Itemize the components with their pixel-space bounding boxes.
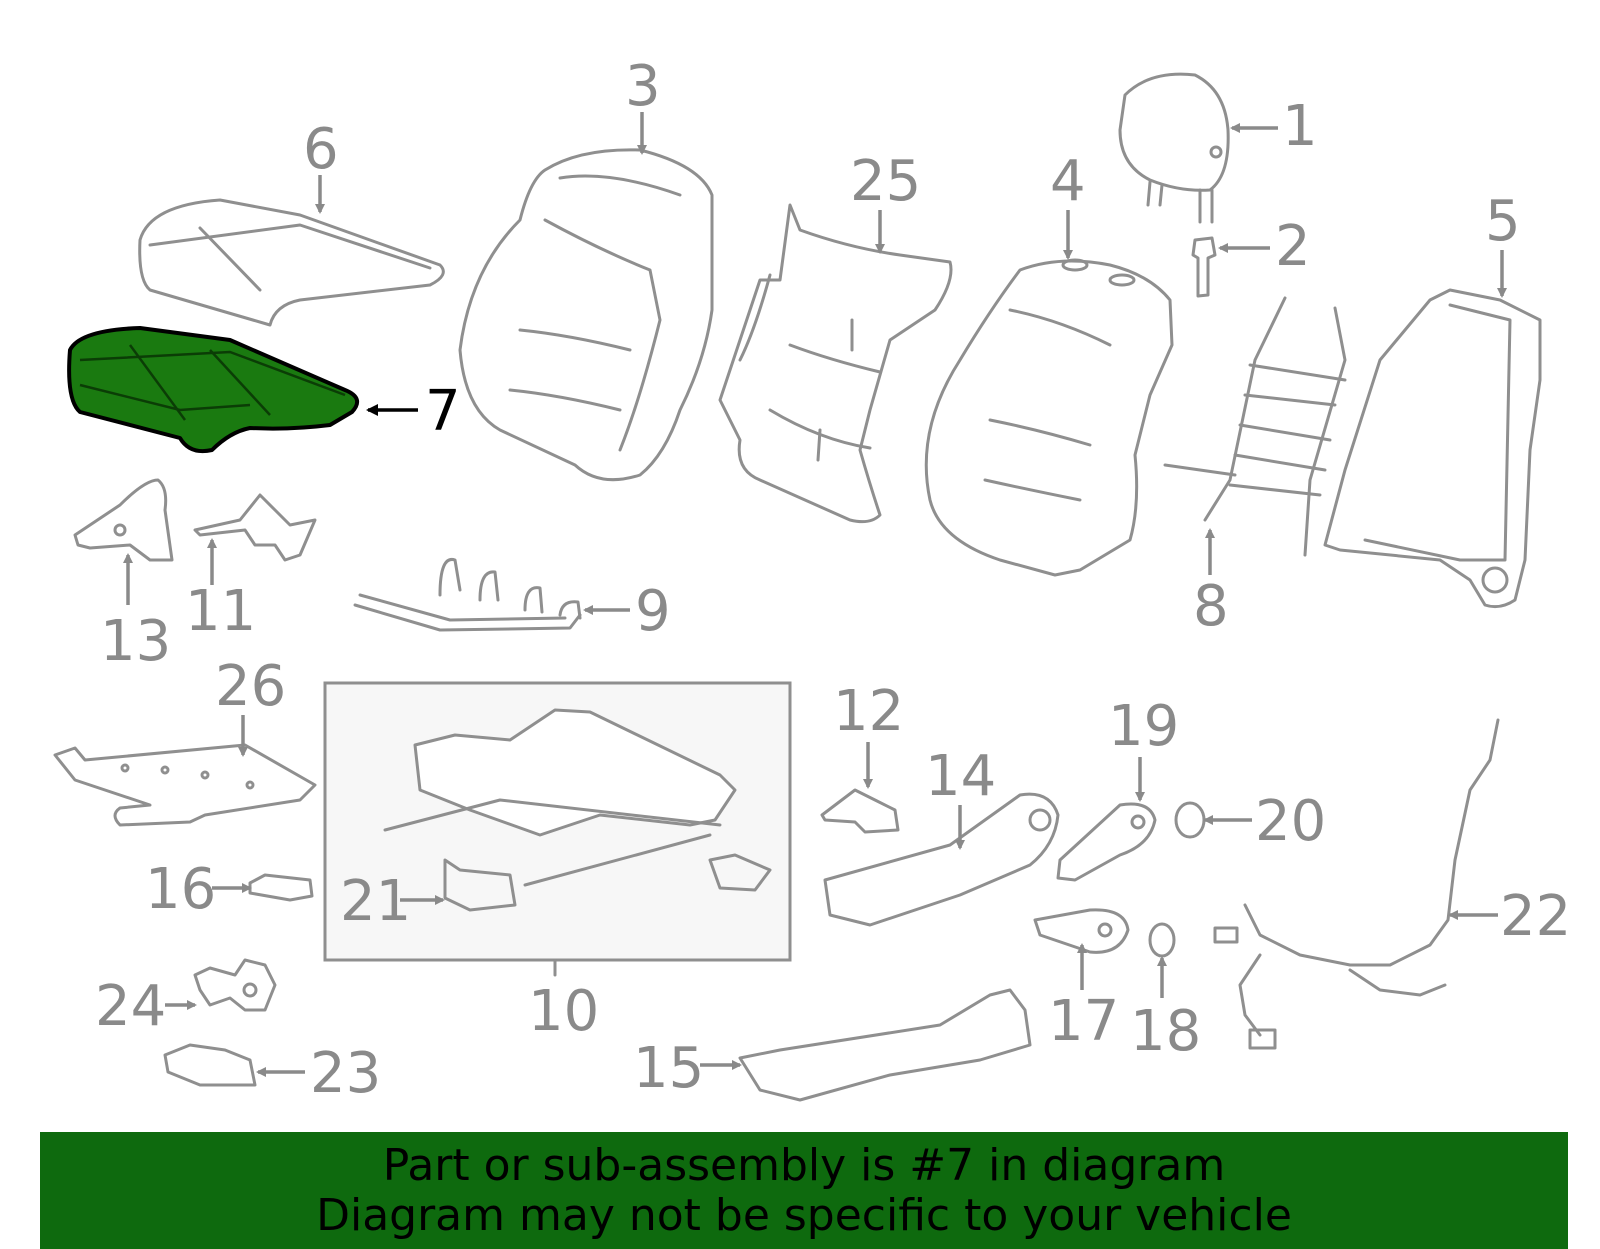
part-22-wire-harness[interactable]: [1213, 718, 1500, 1050]
callout-12: 12: [833, 679, 904, 744]
callout-4: 4: [1050, 149, 1086, 214]
callout-11: 11: [185, 579, 256, 644]
part-25-back-panel[interactable]: [718, 203, 953, 524]
callout-23: 23: [310, 1041, 381, 1106]
banner-line-2: Diagram may not be specific to your vehi…: [316, 1189, 1292, 1241]
part-15-trim-panel[interactable]: [738, 988, 1032, 1102]
callout-5: 5: [1485, 189, 1521, 254]
callout-arrows: [123, 112, 1507, 1077]
part-18-knob[interactable]: [1148, 922, 1176, 958]
callout-19: 19: [1108, 694, 1179, 759]
part-10-adjuster-group[interactable]: [323, 681, 792, 977]
callout-1: 1: [1282, 94, 1318, 159]
part-16-clip[interactable]: [248, 873, 314, 902]
part-26-seat-pan[interactable]: [53, 743, 317, 827]
callout-26: 26: [215, 654, 286, 719]
banner-line-1: Part or sub-assembly is #7 in diagram: [382, 1139, 1226, 1191]
part-5-back-frame[interactable]: [1323, 288, 1542, 609]
callout-24: 24: [95, 974, 166, 1039]
callout-25: 25: [850, 149, 921, 214]
part-11-bracket[interactable]: [193, 493, 317, 562]
part-19-handle[interactable]: [1056, 802, 1157, 882]
callout-21: 21: [340, 869, 411, 934]
callout-18: 18: [1130, 999, 1201, 1064]
part-8-spring-mat[interactable]: [1163, 296, 1347, 557]
callout-9: 9: [635, 579, 671, 644]
callout-17: 17: [1048, 989, 1119, 1054]
part-24-bracket[interactable]: [193, 958, 277, 1012]
callout-3: 3: [625, 54, 661, 119]
callout-13: 13: [100, 609, 171, 674]
callout-20: 20: [1255, 789, 1326, 854]
info-banner: Part or sub-assembly is #7 in diagram Di…: [40, 1132, 1568, 1249]
part-23-cover[interactable]: [163, 1043, 257, 1087]
callout-15: 15: [633, 1036, 704, 1101]
part-14-side-shield[interactable]: [823, 792, 1060, 927]
callout-6: 6: [303, 117, 339, 182]
callout-22: 22: [1500, 884, 1571, 949]
part-2-headrest-guide[interactable]: [1191, 236, 1217, 298]
part-20-knob[interactable]: [1174, 801, 1206, 839]
part-6-cushion-cover[interactable]: [138, 198, 445, 327]
part-9-spring-assembly[interactable]: [353, 557, 582, 632]
callout-2: 2: [1275, 214, 1311, 279]
part-7-cushion-pad[interactable]: [67, 326, 360, 454]
part-13-bracket[interactable]: [73, 478, 174, 562]
part-4-back-pad[interactable]: [924, 258, 1174, 577]
part-12-clip[interactable]: [820, 788, 900, 834]
part-1-headrest[interactable]: [1118, 72, 1230, 224]
callout-7: 7: [425, 379, 461, 444]
part-17-lever[interactable]: [1033, 908, 1130, 954]
callout-14: 14: [925, 744, 996, 809]
callout-16: 16: [145, 857, 216, 922]
callout-numbers: 1 2 3 4 5 6 7 8 9 10 11 12 13 14 15 16 1…: [95, 54, 1571, 1106]
callout-8: 8: [1193, 574, 1229, 639]
callout-10: 10: [528, 979, 599, 1044]
part-3-seatback-cover[interactable]: [458, 148, 714, 482]
